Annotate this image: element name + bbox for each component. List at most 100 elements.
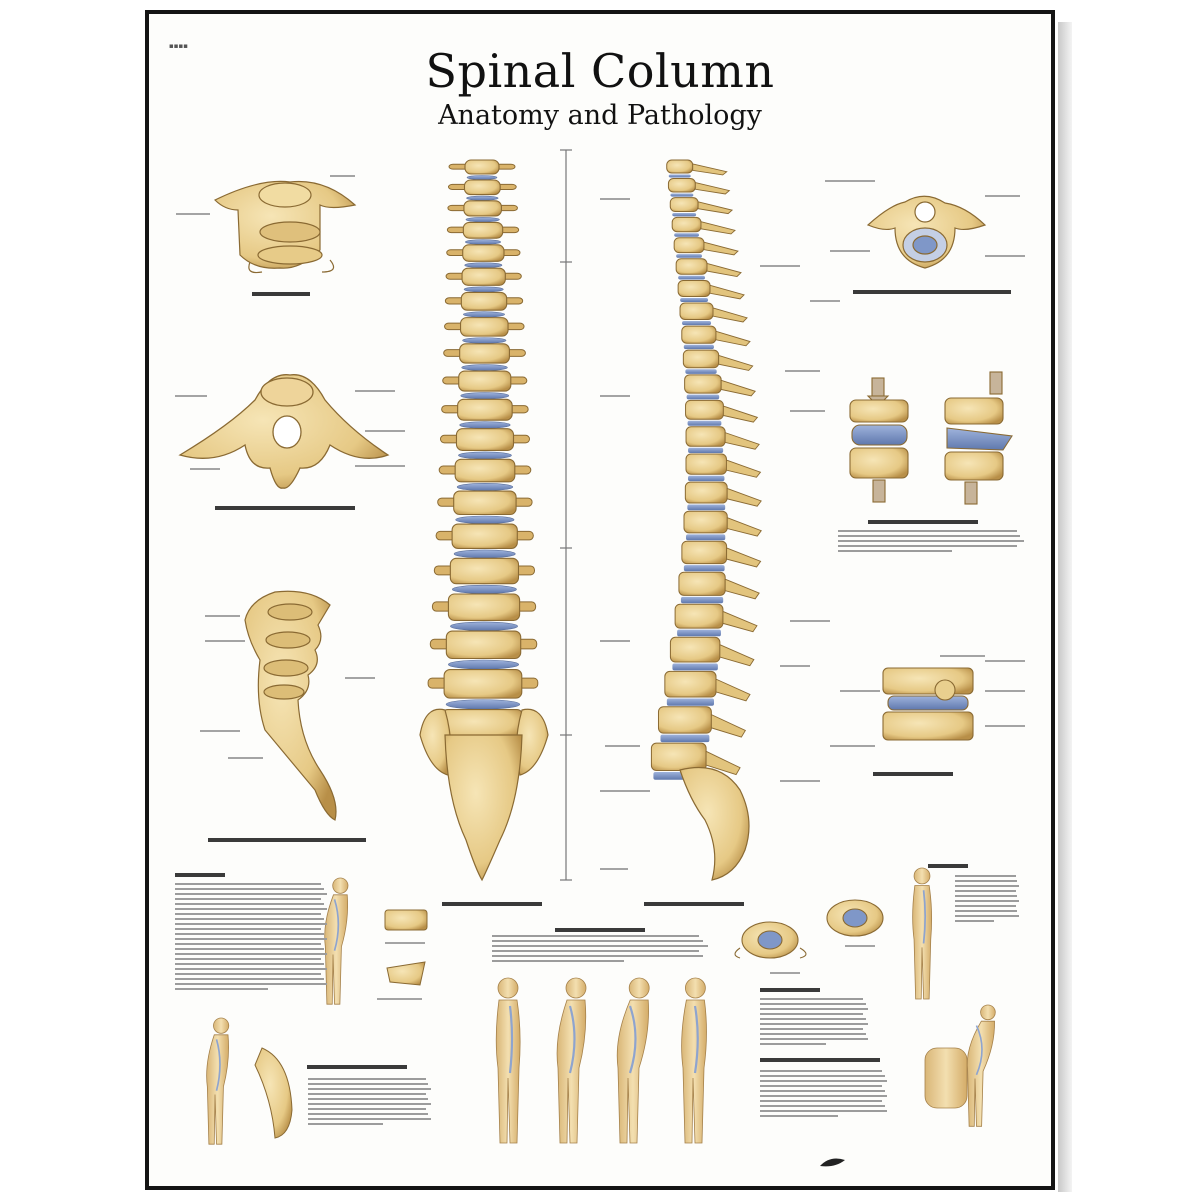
vertebra [684, 481, 762, 507]
posture-figure-normal [495, 977, 521, 1144]
label-text [365, 430, 405, 432]
vertebra [438, 458, 532, 483]
caption-cross-section [853, 290, 1011, 294]
label-text [228, 757, 263, 759]
label-text [345, 677, 375, 679]
label-text [830, 250, 870, 252]
caption-thoracic [215, 506, 355, 510]
label-text [190, 468, 220, 470]
motion-segment-illustration [882, 667, 974, 741]
vertebra [433, 557, 535, 585]
caption-front-view [442, 902, 542, 906]
label-text [985, 725, 1025, 727]
label-text [355, 390, 395, 392]
vertebra-cross-section-illustration [866, 195, 987, 269]
vertebra [685, 426, 760, 450]
thoracic-vertebra-illustration [178, 374, 390, 489]
label-text [810, 300, 840, 302]
osteoporosis-vertebra-illustration [384, 909, 428, 986]
text-disc-prolapse [760, 998, 870, 1048]
caption-scoliosis [928, 864, 968, 868]
vertebra [671, 216, 736, 235]
caption-posture [555, 928, 645, 932]
vertebra [435, 523, 534, 550]
label-text [200, 730, 240, 732]
text-osteoporosis [175, 883, 330, 993]
vertebra [681, 325, 751, 347]
label-text [985, 195, 1020, 197]
torso-detail [924, 1047, 968, 1109]
text-bechterew [760, 1070, 890, 1120]
vertebra [681, 540, 762, 568]
caption-kyphosis [307, 1065, 407, 1069]
vertebra [447, 200, 518, 217]
caption-segment [873, 772, 953, 776]
vertebra [445, 267, 522, 286]
vertebra [444, 291, 524, 311]
label-text [205, 640, 245, 642]
spine-side-illustration [650, 159, 762, 881]
vertebra [425, 709, 540, 740]
damaged-vertebrae-illustration [734, 899, 884, 959]
label-text [780, 665, 810, 667]
label-text [845, 945, 875, 947]
sacrum-side [679, 766, 750, 881]
label-text [620, 790, 650, 792]
label-text [790, 410, 825, 412]
label-text [377, 998, 422, 1000]
poster-subtitle: Anatomy and Pathology [438, 100, 762, 131]
vertebra [431, 593, 537, 621]
label-text [770, 972, 800, 974]
disc-comparison-illustration [849, 371, 1013, 505]
label-text [330, 175, 355, 177]
text-kyphosis [308, 1078, 433, 1128]
caption-disc-prolapse [760, 988, 820, 992]
spine-front-illustration [419, 159, 549, 882]
poster-title: Spinal Column [425, 44, 775, 98]
cervical-vertebrae-illustration [213, 180, 357, 274]
vertebra [683, 510, 762, 537]
text-disc [838, 530, 1028, 555]
vertebra [679, 302, 748, 323]
vertebra [684, 374, 756, 397]
poster-shadow [1058, 22, 1072, 1192]
label-text [205, 615, 240, 617]
vertebra [443, 343, 526, 364]
label-text [830, 745, 875, 747]
posture-figure-hollow-back [556, 977, 587, 1144]
vertebra [448, 159, 516, 175]
label-text [600, 868, 628, 870]
caption-lumbar [208, 838, 366, 842]
vertebra [685, 399, 759, 423]
kyphosis-figure [206, 1017, 230, 1145]
label-text [385, 942, 425, 944]
vertebra [437, 490, 533, 516]
scoliosis-figure [912, 867, 933, 1000]
label-text [760, 265, 800, 267]
caption-osteoporosis [175, 873, 225, 877]
curved-spine-detail [254, 1047, 293, 1139]
vertebra [447, 179, 517, 196]
region-ruler [560, 149, 572, 881]
label-text [985, 255, 1025, 257]
vertebra [446, 221, 520, 239]
label-text [175, 395, 207, 397]
vertebra [664, 670, 751, 702]
vertebra [442, 370, 528, 392]
vertebra [677, 280, 745, 300]
caption-side-view [644, 902, 744, 906]
label-text [985, 690, 1025, 692]
vertebra [427, 669, 539, 699]
caption-cervical [252, 292, 310, 296]
label-text [600, 640, 630, 642]
label-text [985, 660, 1025, 662]
vertebra [657, 706, 747, 738]
label-text [605, 745, 640, 747]
vertebra [441, 398, 529, 421]
label-text [785, 370, 820, 372]
bechterew-figure [966, 1004, 996, 1127]
text-posture [492, 935, 712, 965]
vertebra [669, 197, 734, 215]
label-text [825, 180, 875, 182]
